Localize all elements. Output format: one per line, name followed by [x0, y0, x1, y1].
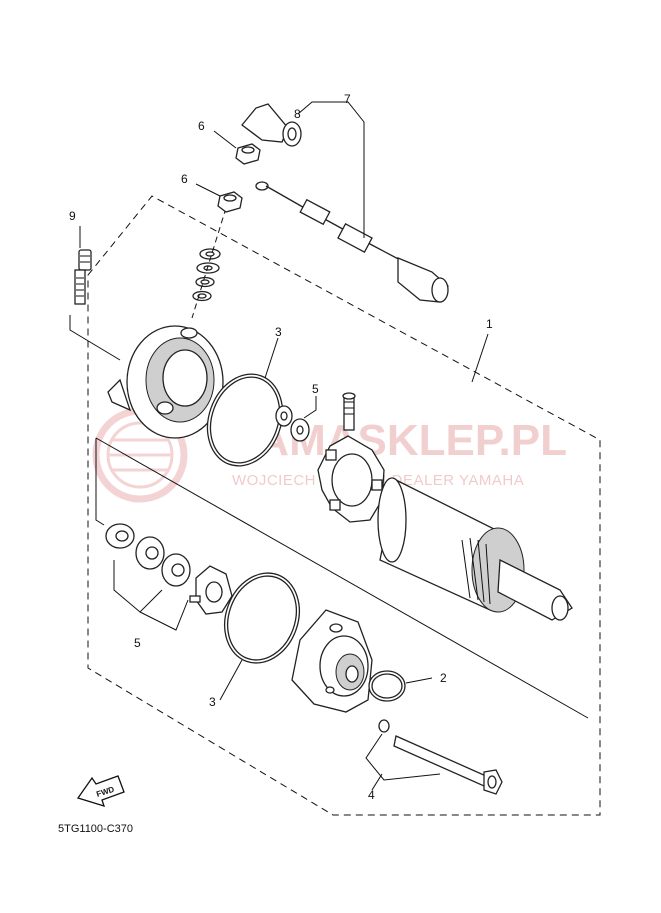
diagram-code: 5TG1100-C370	[58, 823, 133, 835]
small-o-ring	[378, 719, 390, 733]
nut-part-6-lower	[217, 191, 243, 213]
fwd-arrow-icon: FWD	[76, 775, 125, 807]
callout-9: 9	[69, 209, 76, 223]
front-cover	[107, 325, 224, 439]
armature-yoke	[377, 477, 573, 621]
callout-5-upper: 5	[312, 382, 319, 396]
callout-3-lower: 3	[209, 695, 216, 709]
brush-holder	[317, 392, 385, 523]
section-line-left	[95, 438, 105, 526]
callout-5-lower: 5	[134, 636, 141, 650]
callout-8: 8	[294, 107, 301, 121]
callout-2: 2	[440, 671, 447, 685]
callout-3-upper: 3	[275, 325, 282, 339]
callout-6-upper: 6	[198, 119, 205, 133]
callout-6-lower: 6	[181, 172, 188, 186]
bolt-part-9	[74, 249, 92, 305]
callout-7: 7	[344, 92, 351, 106]
section-line	[95, 437, 589, 719]
washer-stack	[192, 248, 221, 302]
lock-plate	[189, 565, 233, 615]
washer-part-5-upper	[275, 405, 310, 442]
callout-4: 4	[368, 788, 375, 802]
nut-part-6-upper	[235, 143, 261, 165]
assembly-outline	[87, 195, 601, 816]
rear-cover	[291, 609, 373, 713]
wire-cap-part-8	[241, 103, 302, 147]
callout-1: 1	[486, 317, 493, 331]
washer-part-5-lower	[105, 523, 191, 587]
long-bolt-part-4	[393, 735, 503, 795]
starter-lead-wire	[255, 181, 449, 303]
